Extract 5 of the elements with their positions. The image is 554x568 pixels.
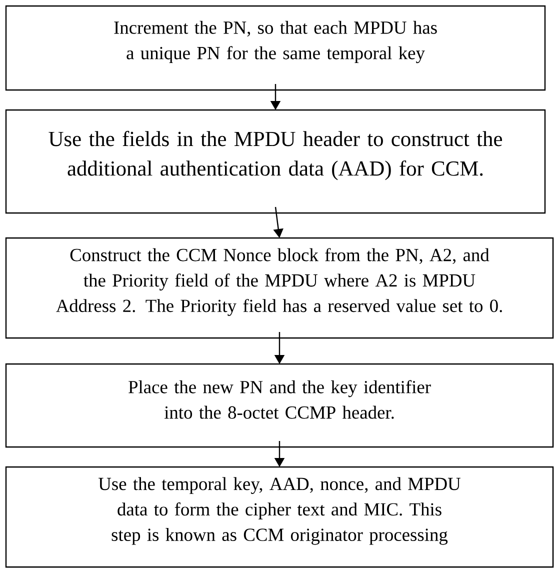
process-box: Construct the CCM Nonce block from the PN, A2, and the Priority field of the MPDU where A2 is MPDU Address 2. The Priority field has a reserved value set to 0. [5,237,554,339]
process-box: Place the new PN and the key identifier into the 8-octet CCMP header. [5,363,554,448]
process-box: Use the fields in the MPDU header to construct the additional authentication data (AAD) for CCM. [5,109,546,214]
process-box: Use the temporal key, AAD, nonce, and MPDU data to form the cipher text and MIC. This step is known as CCM originator processing [5,466,554,568]
process-box: Increment the PN, so that each MPDU has a unique PN for the same temporal key [5,5,546,91]
